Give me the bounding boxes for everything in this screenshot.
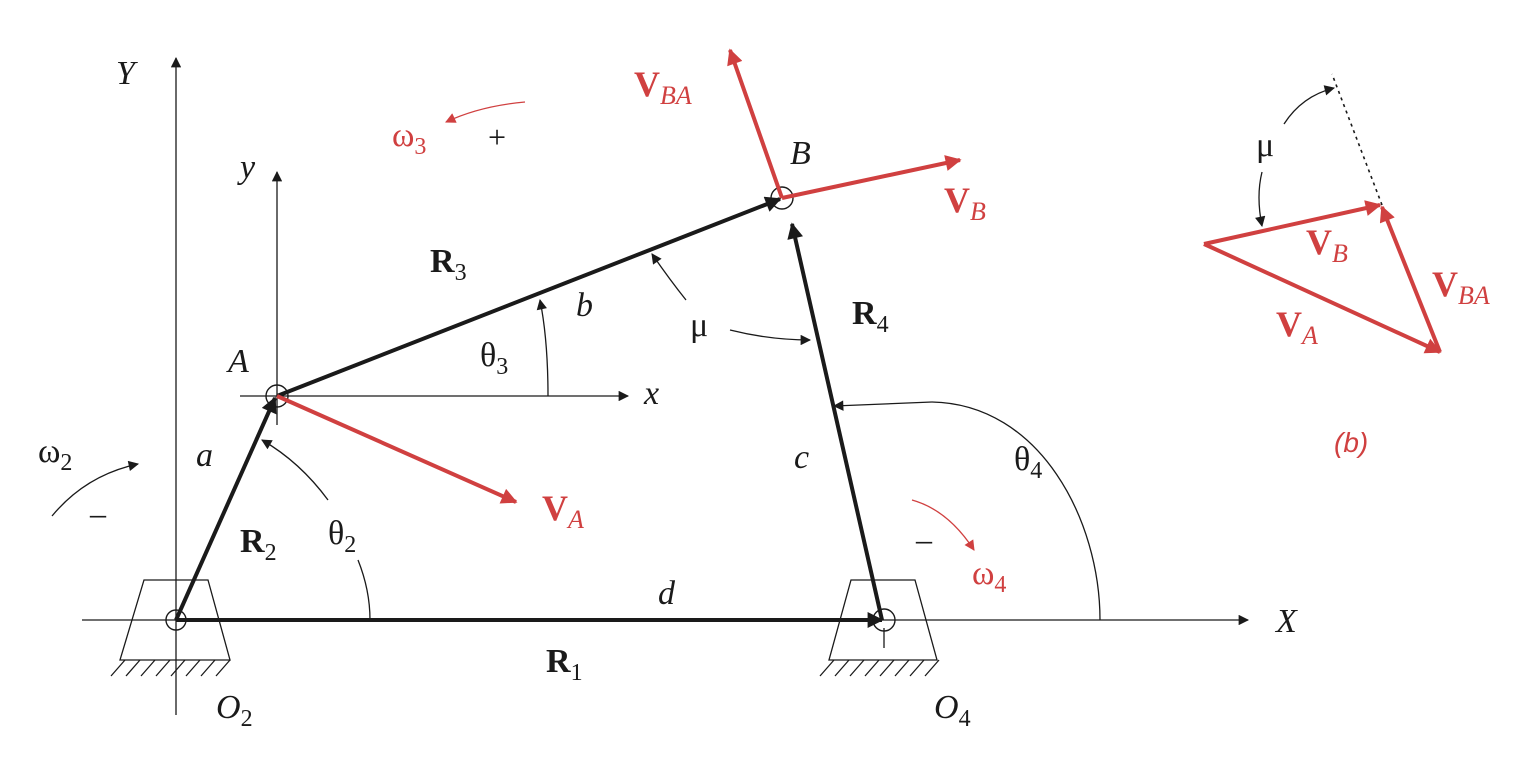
omega3-arrow xyxy=(445,101,526,123)
omega4-arrow xyxy=(911,499,975,551)
omega4-label: ω4 xyxy=(972,555,1006,598)
angle-label-mu: μ xyxy=(690,307,708,344)
part-b-label: (b) xyxy=(1334,427,1368,458)
omega2-sign: – xyxy=(89,495,107,531)
axis-label-Y: Y xyxy=(116,55,138,92)
polygon-extension-line xyxy=(1331,73,1383,206)
vector-label-r4: R4 xyxy=(852,295,889,338)
polygon-vba xyxy=(1379,205,1442,353)
angle-label-theta4: θ4 xyxy=(1014,441,1042,484)
point-label-o2: O2 xyxy=(216,689,253,732)
point-label-b: B xyxy=(790,135,811,172)
omega4-sign: – xyxy=(915,521,933,557)
vector-r2 xyxy=(174,396,277,621)
point-label-o4: O4 xyxy=(934,689,971,732)
polygon-label-vb: VB xyxy=(1306,222,1348,268)
theta4-arc xyxy=(931,401,1101,621)
ground-pivot-o4 xyxy=(819,579,940,677)
vector-r3 xyxy=(276,196,782,398)
polygon-label-va: VA xyxy=(1276,304,1318,350)
link-label-a: a xyxy=(196,437,213,474)
omega2-arrow xyxy=(51,460,140,517)
vector-r4 xyxy=(787,222,884,621)
velocity-va xyxy=(276,394,518,504)
vector-label-r3: R3 xyxy=(430,243,467,286)
polygon-label-mu: μ xyxy=(1256,127,1274,164)
axis-label-y: y xyxy=(237,149,256,186)
velocity-label-va: VA xyxy=(542,488,584,534)
polygon-mu-arc-top xyxy=(1283,85,1336,125)
angle-label-theta2: θ2 xyxy=(328,515,356,558)
polygon-label-vba: VBA xyxy=(1432,264,1490,310)
vector-label-r1: R1 xyxy=(546,643,583,686)
axis-label-X: X xyxy=(1274,603,1298,640)
mu-pointer-b xyxy=(651,253,687,301)
polygon-mu-arc-bottom xyxy=(1255,171,1266,228)
link-label-b: b xyxy=(576,287,593,324)
theta2-pointer xyxy=(261,439,329,501)
omega3-label: ω3 xyxy=(392,117,426,160)
pin-a xyxy=(265,384,289,408)
mu-pointer-c xyxy=(729,329,812,346)
theta3-arc xyxy=(536,298,549,397)
polygon-va xyxy=(1203,242,1442,354)
ground-pivot-o2 xyxy=(110,579,231,677)
pin-o2 xyxy=(165,609,187,631)
polygon-vb xyxy=(1203,200,1382,246)
velocity-vb xyxy=(781,155,962,200)
pin-o4 xyxy=(872,608,896,632)
link-label-c: c xyxy=(794,439,809,476)
omega3-sign: + xyxy=(488,119,506,155)
omega2-label: ω2 xyxy=(38,433,72,476)
theta4-pointer xyxy=(832,400,933,411)
axis-label-x: x xyxy=(643,375,659,412)
angle-label-theta3: θ3 xyxy=(480,337,508,380)
velocity-label-vb: VB xyxy=(944,180,986,226)
link-label-d: d xyxy=(658,575,676,612)
theta2-arc xyxy=(357,559,371,621)
pin-b xyxy=(770,186,794,210)
vector-label-r2: R2 xyxy=(240,523,277,566)
velocity-label-vba: VBA xyxy=(634,64,692,110)
point-label-a: A xyxy=(226,343,249,380)
velocity-vba xyxy=(727,48,784,199)
